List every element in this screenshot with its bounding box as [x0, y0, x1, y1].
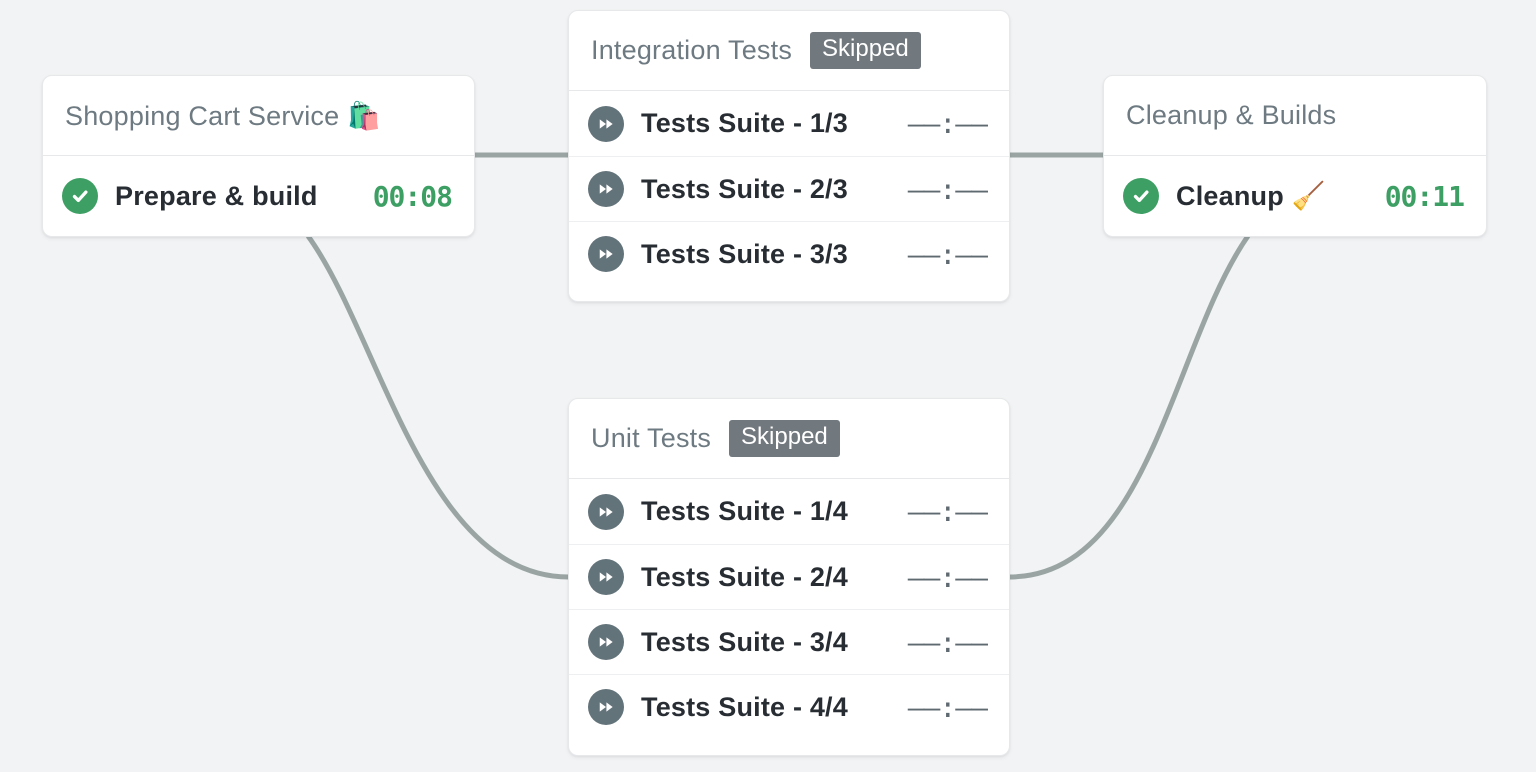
job-duration: ––:–– [907, 560, 988, 594]
job-row-tests-suite-4-4[interactable]: Tests Suite - 4/4 ––:–– [569, 674, 1009, 739]
node-header: Shopping Cart Service 🛍️ [43, 76, 474, 156]
job-label: Prepare & build [115, 180, 318, 211]
node-header: Cleanup & Builds [1104, 76, 1486, 156]
job-label: Tests Suite - 4/4 [641, 691, 848, 722]
fast-forward-icon [588, 624, 624, 660]
job-duration: ––:–– [907, 107, 988, 140]
job-row-tests-suite-1-3[interactable]: Tests Suite - 1/3 ––:–– [569, 91, 1009, 156]
job-label: Cleanup 🧹 [1176, 181, 1326, 211]
node-title: Unit Tests [591, 423, 712, 453]
job-duration: ––:–– [907, 495, 988, 528]
job-label: Tests Suite - 2/3 [641, 173, 848, 204]
job-row-cleanup[interactable]: Cleanup 🧹 00:11 [1104, 156, 1486, 236]
job-row-tests-suite-2-4[interactable]: Tests Suite - 2/4 ––:–– [569, 544, 1009, 609]
job-list: Tests Suite - 1/3 ––:–– Tests Suite - 2/… [569, 91, 1009, 301]
job-label: Tests Suite - 2/4 [641, 561, 848, 592]
fast-forward-icon [588, 236, 624, 272]
job-row-tests-suite-2-3[interactable]: Tests Suite - 2/3 ––:–– [569, 156, 1009, 221]
pipeline-node-unit-tests[interactable]: Unit Tests Skipped Tests Suite - 1/4 ––:… [568, 398, 1010, 756]
job-duration: 00:11 [1384, 179, 1465, 213]
job-row-tests-suite-3-3[interactable]: Tests Suite - 3/3 ––:–– [569, 221, 1009, 286]
check-circle-icon [1123, 178, 1159, 214]
job-row-prepare-build[interactable]: Prepare & build 00:08 [43, 156, 474, 236]
job-list: Cleanup 🧹 00:11 [1104, 156, 1486, 236]
status-badge-skipped: Skipped [810, 32, 921, 69]
pipeline-node-shopping-cart-service[interactable]: Shopping Cart Service 🛍️ Prepare & build… [42, 75, 475, 237]
job-duration: ––:–– [907, 172, 988, 206]
job-label: Tests Suite - 1/3 [641, 108, 848, 138]
node-title: Cleanup & Builds [1126, 100, 1337, 130]
job-row-tests-suite-3-4[interactable]: Tests Suite - 3/4 ––:–– [569, 609, 1009, 674]
job-label: Tests Suite - 1/4 [641, 496, 848, 526]
job-list: Tests Suite - 1/4 ––:–– Tests Suite - 2/… [569, 479, 1009, 755]
job-duration: ––:–– [907, 690, 988, 724]
fast-forward-icon [588, 559, 624, 595]
pipeline-node-integration-tests[interactable]: Integration Tests Skipped Tests Suite - … [568, 10, 1010, 302]
job-list: Prepare & build 00:08 [43, 156, 474, 236]
fast-forward-icon [588, 171, 624, 207]
check-circle-icon [62, 178, 98, 214]
job-label: Tests Suite - 3/4 [641, 626, 848, 657]
job-duration: ––:–– [907, 625, 988, 659]
node-header: Unit Tests Skipped [569, 399, 1009, 479]
node-header: Integration Tests Skipped [569, 11, 1009, 91]
fast-forward-icon [588, 689, 624, 725]
node-title: Integration Tests [591, 35, 793, 65]
node-title: Shopping Cart Service 🛍️ [65, 100, 381, 131]
job-duration: ––:–– [907, 237, 988, 271]
edge-unit-to-cleanup [1008, 234, 1251, 580]
job-label: Tests Suite - 3/3 [641, 238, 848, 269]
status-badge-skipped: Skipped [729, 420, 840, 457]
job-row-tests-suite-1-4[interactable]: Tests Suite - 1/4 ––:–– [569, 479, 1009, 544]
job-duration: 00:08 [372, 179, 453, 213]
fast-forward-icon [588, 493, 624, 530]
edge-shopping-to-unit [305, 234, 570, 580]
pipeline-node-cleanup-builds[interactable]: Cleanup & Builds Cleanup 🧹 00:11 [1103, 75, 1487, 237]
fast-forward-icon [588, 105, 624, 142]
